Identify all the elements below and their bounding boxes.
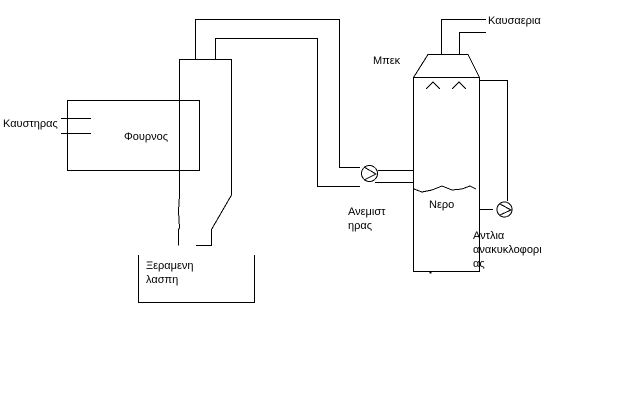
label-furnace: Φουρνος <box>124 131 169 143</box>
label-pump-line1: Αντλια <box>473 230 505 242</box>
label-water: Νερο <box>429 199 455 211</box>
label-fan-line1: Ανεμιστ <box>348 206 386 218</box>
flue-gas-stack <box>441 19 486 54</box>
label-pump-line2: ανακυκλοφορι <box>473 244 542 256</box>
label-flue-gas: Καυσαερια <box>488 15 541 27</box>
scrubber-tower <box>413 54 480 272</box>
dot-mark <box>429 271 432 274</box>
spray-nozzles <box>425 81 467 90</box>
burner-nozzle <box>61 118 91 134</box>
label-sludge-line1: Ξεραμενη <box>146 260 194 272</box>
water-surface <box>413 185 477 193</box>
duct-cyclone-to-fan <box>195 19 360 187</box>
label-burner: Καυστηρας <box>3 118 58 130</box>
fan-symbol <box>361 165 378 182</box>
recirculation-pump <box>496 201 513 218</box>
flue-gas-stack-inner <box>459 32 486 54</box>
label-scrubber: Μπεκ <box>373 55 401 67</box>
duct-fan-to-scrubber <box>375 170 413 183</box>
label-fan-line2: ηρας <box>348 220 373 232</box>
cyclone-separator <box>177 59 232 246</box>
recirculation-pipe-return <box>479 80 508 201</box>
label-pump-line3: ας <box>473 258 485 270</box>
furnace-box <box>67 100 200 171</box>
dried-sludge-bin <box>138 255 255 303</box>
label-sludge-line2: λασπη <box>146 274 179 286</box>
